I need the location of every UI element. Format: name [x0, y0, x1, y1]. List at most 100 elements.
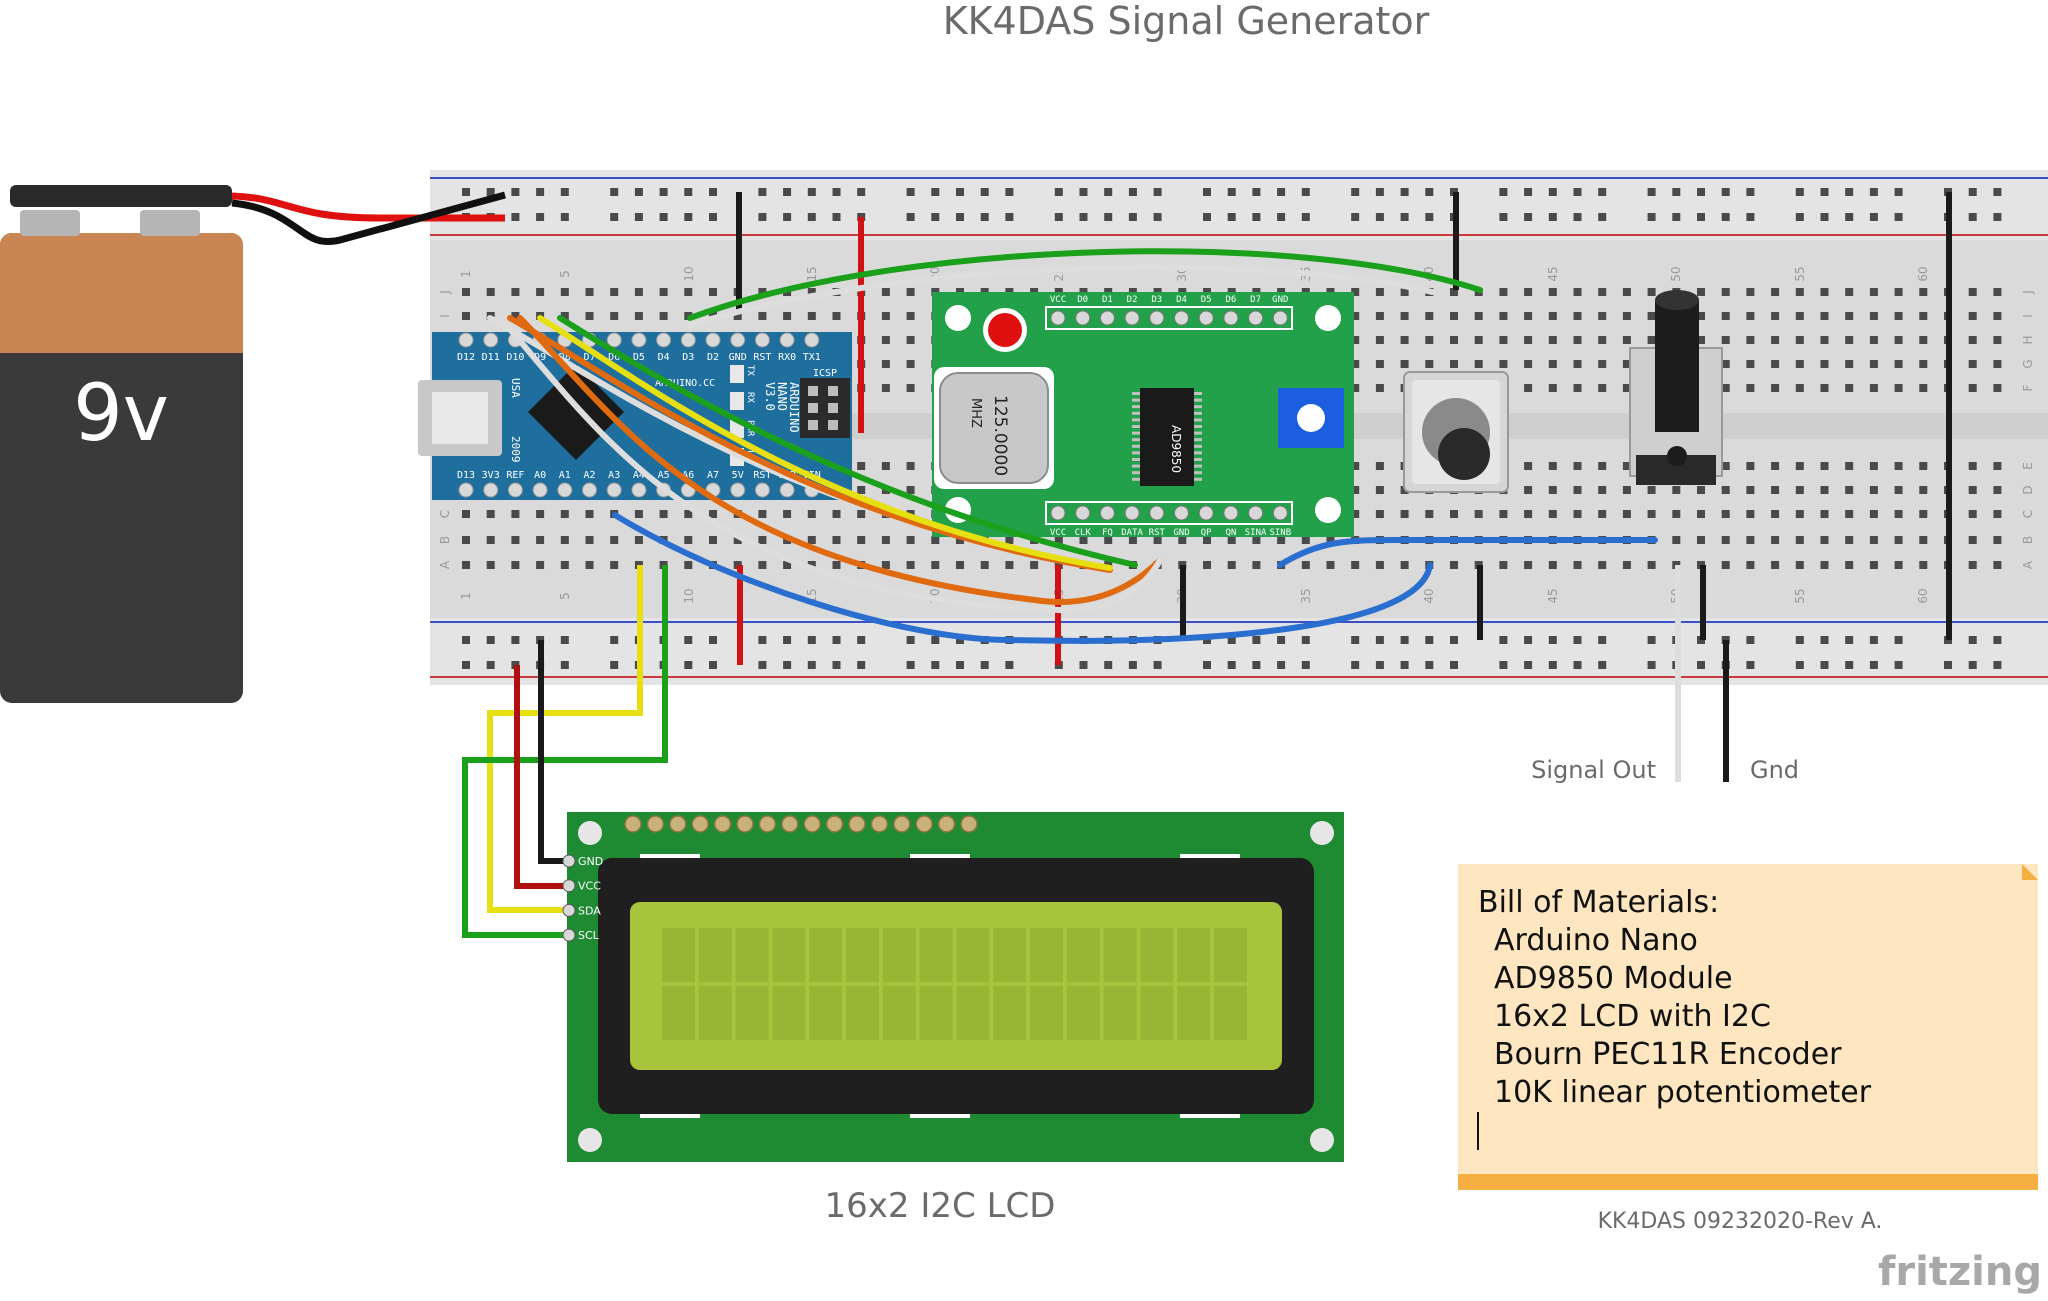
- breadboard-hole: [684, 213, 693, 221]
- column-number: 40: [1422, 588, 1436, 603]
- breadboard-hole: [956, 213, 964, 221]
- chip-leg: [1132, 411, 1140, 415]
- breadboard-hole: [1524, 486, 1533, 494]
- wire-orange-1: [507, 315, 1113, 573]
- nano-pin-label: D8: [559, 352, 571, 363]
- nano-site-text: ARDUINO.CC: [655, 378, 715, 389]
- breadboard-hole: [1697, 486, 1705, 494]
- top-power-rail: [430, 170, 2048, 240]
- breadboard-hole: [807, 288, 816, 296]
- breadboard-hole: [1771, 510, 1780, 518]
- breadboard-hole: [462, 312, 470, 320]
- breadboard-hole: [1153, 536, 1162, 544]
- icsp-pin: [828, 420, 838, 430]
- breadboard-hole: [1375, 510, 1384, 518]
- breadboard-hole: [1573, 636, 1582, 644]
- breadboard-hole: [1005, 561, 1014, 569]
- breadboard-hole: [1351, 486, 1360, 494]
- breadboard-hole: [1351, 213, 1360, 221]
- breadboard-hole: [1820, 661, 1829, 669]
- lcd-caption: 16x2 I2C LCD: [825, 1186, 1056, 1226]
- breadboard-hole: [1499, 510, 1508, 518]
- breadboard-hole: [1598, 661, 1607, 669]
- breadboard-hole: [486, 188, 495, 196]
- breadboard-hole: [1005, 661, 1014, 669]
- breadboard-hole: [462, 288, 470, 296]
- breadboard-hole: [1598, 486, 1607, 494]
- breadboard-hole: [1820, 188, 1829, 196]
- crystal-frequency: 125.0000: [990, 395, 1010, 476]
- breadboard-hole: [1795, 336, 1804, 344]
- breadboard-hole: [536, 510, 545, 518]
- breadboard-hole: [1820, 288, 1829, 296]
- breadboard-hole: [1845, 312, 1854, 320]
- note-bottom-band: [1458, 1174, 2038, 1190]
- ad9850-pin-label: RST: [1149, 528, 1166, 538]
- nano-pin-label: A3: [608, 470, 620, 481]
- ad9850-pin-label: VCC: [1050, 528, 1066, 538]
- breadboard-hole: [1968, 288, 1977, 296]
- breadboard-hole: [1227, 213, 1236, 221]
- diagram-title: KK4DAS Signal Generator: [943, 0, 1430, 43]
- breadboard-hole: [1400, 312, 1409, 320]
- breadboard-hole: [1573, 288, 1582, 296]
- nano-pin-label: D3: [682, 352, 694, 363]
- chip-leg: [1194, 425, 1202, 428]
- ad9850-pin-label: D4: [1176, 295, 1187, 305]
- breadboard-hole: [1845, 336, 1854, 344]
- ad9850-pin: [1124, 310, 1140, 326]
- breadboard-hole: [684, 510, 693, 518]
- breadboard-hole: [1968, 561, 1977, 569]
- breadboard-hole: [1375, 213, 1384, 221]
- nano-pin: [680, 332, 696, 348]
- lcd-cell: [1214, 986, 1247, 1040]
- lcd-cell: [882, 928, 916, 982]
- breadboard-hole: [1153, 213, 1162, 221]
- breadboard-hole: [1598, 636, 1607, 644]
- breadboard-hole: [1795, 188, 1804, 196]
- usb-port-inner: [432, 392, 488, 444]
- nano-pin-label: REF: [506, 470, 524, 481]
- breadboard-hole: [1721, 213, 1730, 221]
- breadboard-hole: [560, 561, 569, 569]
- lcd-pin-label: SDA: [578, 904, 601, 917]
- breadboard-hole: [807, 661, 816, 669]
- lcd-header-pin: [870, 815, 889, 833]
- lcd-cell: [1177, 986, 1211, 1040]
- breadboard-hole: [1524, 661, 1533, 669]
- breadboard-hole: [1499, 312, 1508, 320]
- breadboard-hole: [1573, 486, 1582, 494]
- breadboard-hole: [1622, 384, 1631, 392]
- row-letter: E: [2021, 462, 2035, 470]
- nano-pin-label: D6: [608, 352, 620, 363]
- breadboard-hole: [1400, 188, 1409, 196]
- breadboard-hole: [1128, 213, 1137, 221]
- breadboard-hole: [1524, 213, 1533, 221]
- breadboard-hole: [1400, 288, 1409, 296]
- breadboard-hole: [560, 288, 569, 296]
- breadboard-hole: [1598, 312, 1607, 320]
- breadboard-hole: [857, 462, 866, 470]
- row-letter: I: [2021, 314, 2035, 318]
- wire-blue-1: [612, 512, 1433, 644]
- breadboard-hole: [931, 661, 940, 669]
- ad9850-pin-label: QN: [1225, 528, 1236, 538]
- breadboard-hole: [1771, 536, 1780, 544]
- bezel-mark: [1180, 854, 1240, 858]
- wire-blue-2: [1277, 537, 1658, 568]
- breadboard-hole: [807, 312, 816, 320]
- row-letter: A: [2021, 560, 2035, 569]
- breadboard-hole: [1968, 536, 1977, 544]
- breadboard-hole: [1795, 288, 1804, 296]
- breadboard-hole: [857, 486, 866, 494]
- lcd-header-pin: [713, 815, 732, 833]
- chip-leg: [1194, 405, 1202, 409]
- chip-leg: [1194, 464, 1202, 468]
- breadboard-hole: [1647, 510, 1656, 518]
- breadboard-hole: [511, 636, 520, 644]
- breadboard-hole: [1869, 288, 1878, 296]
- breadboard-hole: [462, 510, 470, 518]
- breadboard-hole: [1721, 561, 1730, 569]
- breadboard-hole: [857, 661, 866, 669]
